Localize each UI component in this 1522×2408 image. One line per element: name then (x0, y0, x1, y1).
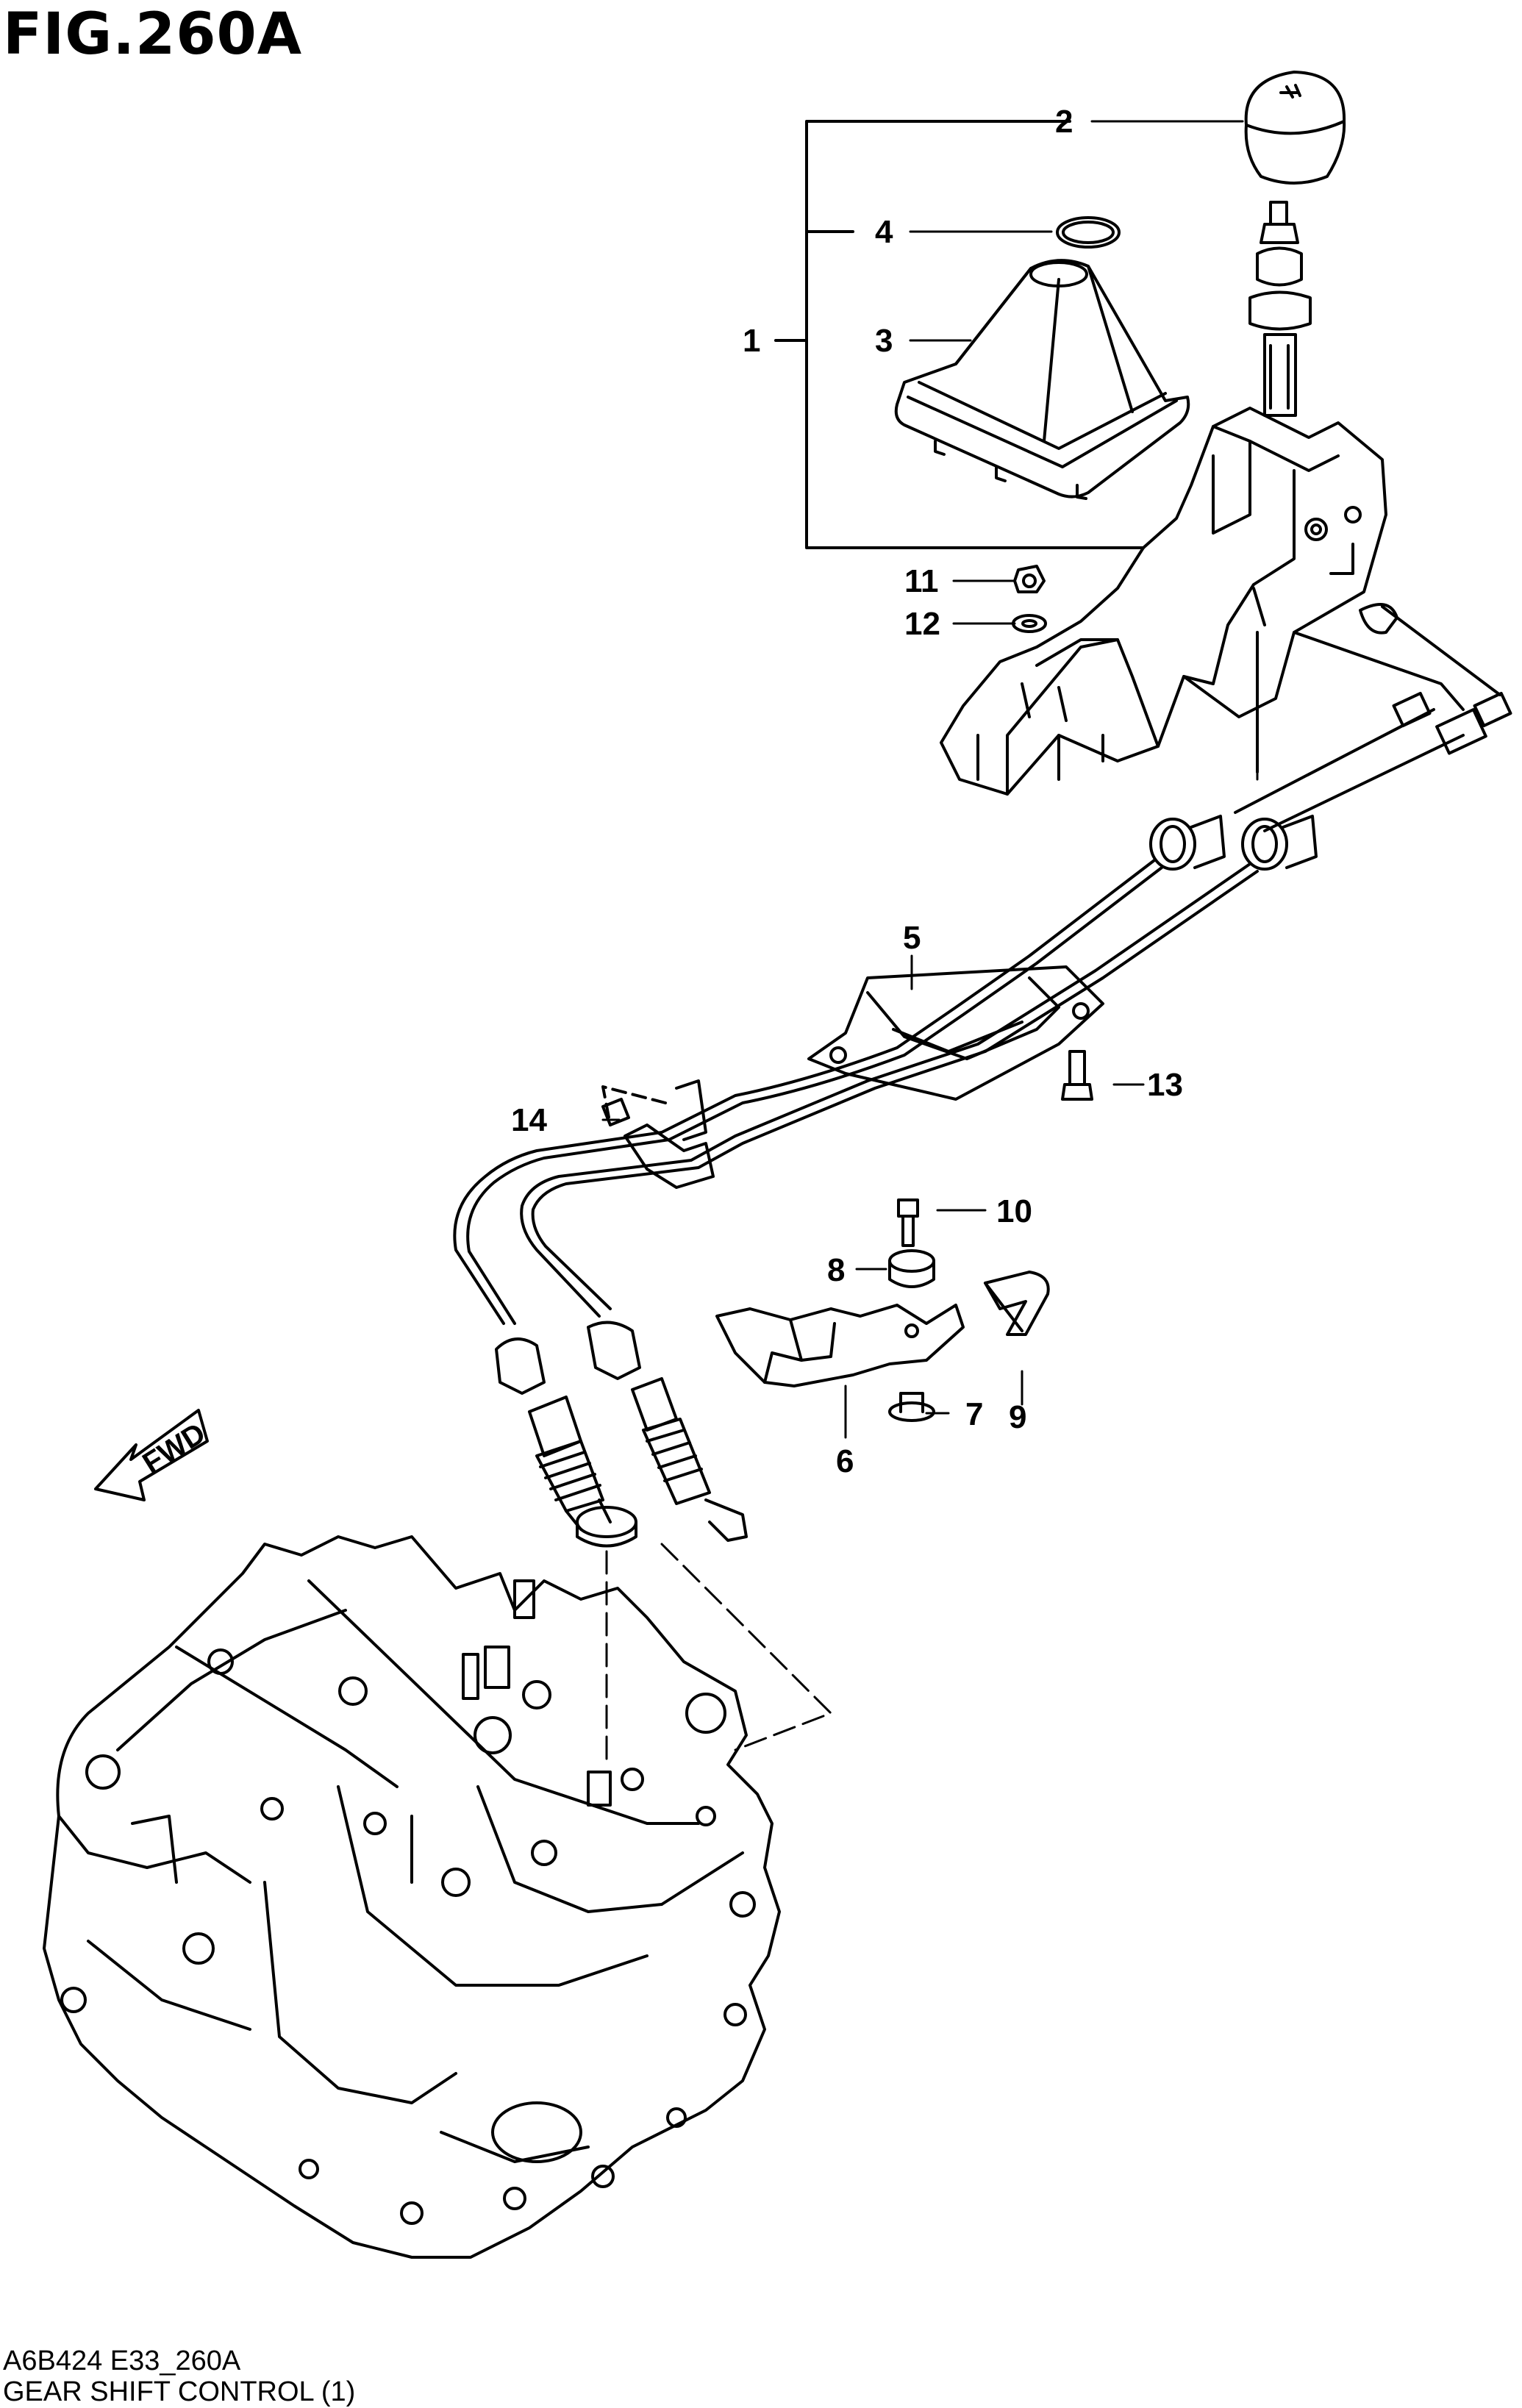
fwd-arrow-icon (94, 1409, 209, 1501)
figure-title: FIG.260A (3, 1, 303, 68)
callout-4: 4 (875, 214, 893, 250)
leader-lines (601, 120, 1244, 1439)
dashed-leaders (605, 741, 1259, 1766)
callout-10: 10 (996, 1193, 1032, 1229)
bracket-6 (715, 1304, 965, 1387)
figure-name: GEAR SHIFT CONTROL (1) (3, 2376, 356, 2407)
callout-5: 5 (903, 920, 921, 956)
callout-1: 1 (743, 323, 760, 359)
shift-lever (1248, 201, 1312, 417)
boot-ring (1056, 216, 1121, 249)
callout-9: 9 (1009, 1399, 1026, 1435)
transmission-assembly (43, 1535, 781, 2259)
callout-6: 6 (836, 1443, 854, 1479)
cable-plate (807, 965, 1104, 1101)
washer-12 (1012, 614, 1047, 633)
bushing-8 (888, 1249, 935, 1288)
bolt-13 (1061, 1050, 1093, 1101)
group-bracket-1 (774, 120, 1145, 549)
callout-12: 12 (904, 606, 940, 642)
bolt-10 (897, 1198, 919, 1247)
shift-cables (453, 859, 1259, 1325)
bushing-7 (888, 1392, 935, 1422)
cable-grommets (1149, 815, 1318, 871)
shift-boot (894, 259, 1190, 500)
callout-7: 7 (965, 1396, 983, 1432)
shift-knob (1244, 71, 1346, 185)
cable-ends-lower (495, 1321, 748, 1548)
cable-ends-upper (1234, 605, 1512, 832)
callout-14: 14 (511, 1102, 547, 1138)
callout-8: 8 (827, 1252, 845, 1288)
clip-9 (984, 1271, 1050, 1336)
figure-code: A6B424 E33_260A (3, 2346, 241, 2376)
cable-clamp (601, 1079, 715, 1189)
callout-13: 13 (1147, 1067, 1183, 1103)
callout-2: 2 (1055, 104, 1073, 140)
callout-11: 11 (904, 563, 939, 599)
nut-11 (1013, 565, 1046, 593)
shift-lever-housing (940, 407, 1398, 796)
callout-3: 3 (875, 323, 893, 359)
